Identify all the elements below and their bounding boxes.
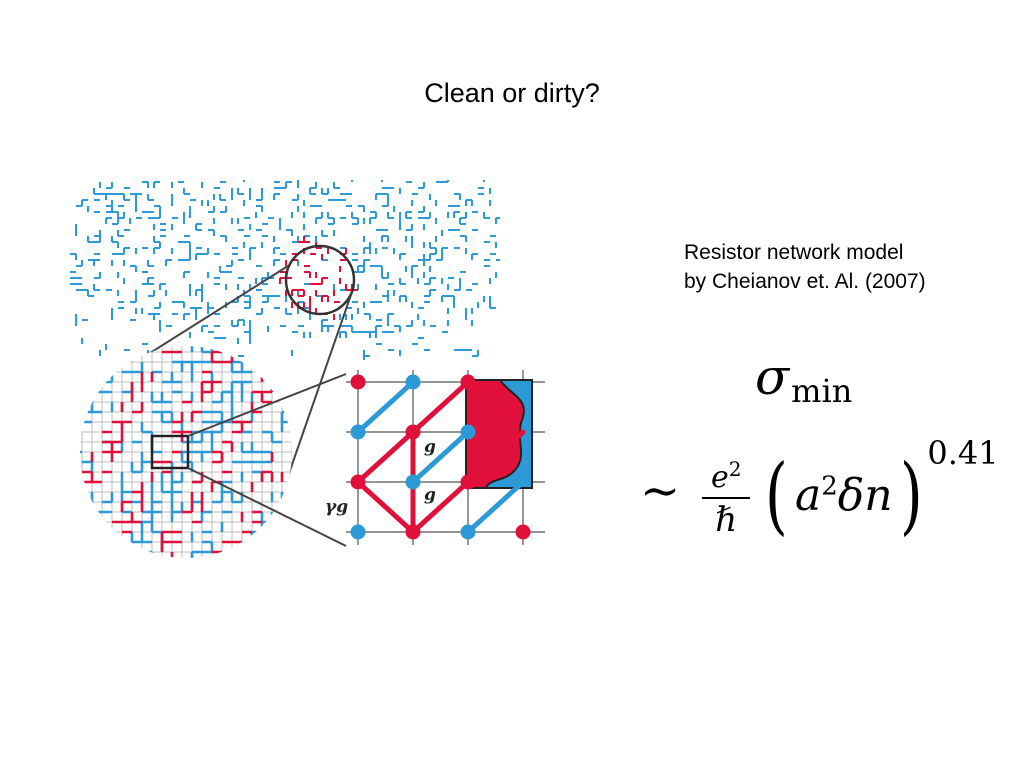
zoom-line-lower xyxy=(187,467,347,547)
sigma-subscript: min xyxy=(791,372,853,410)
selection-square xyxy=(150,434,190,470)
caption-line-1: Resistor network model xyxy=(684,241,904,264)
resistor-lattice xyxy=(346,370,545,545)
formula-exponent: 0.41 xyxy=(927,434,999,472)
zoom-line-right xyxy=(285,291,353,483)
paren-close: ) xyxy=(899,446,923,544)
sigma-symbol: σ xyxy=(755,348,790,406)
zoom-line-upper xyxy=(187,373,347,437)
fraction-denominator: ℏ xyxy=(715,499,738,540)
scaling-formula: ∼ e2 ℏ ( a2δn ) 0.41 xyxy=(640,434,999,550)
fraction-numerator: e2 xyxy=(710,456,742,495)
formula-base: a2δn xyxy=(795,469,893,521)
sigma-min-formula: σmin xyxy=(755,348,852,410)
fraction-bar xyxy=(702,496,751,499)
label-g-bottom: g xyxy=(424,485,436,505)
percolation-cluster xyxy=(70,180,500,360)
magnified-region xyxy=(80,346,292,558)
magnifier-circle xyxy=(284,244,356,316)
caption-line-2: by Cheianov et. Al. (2007) xyxy=(684,270,926,293)
resistor-network-figure: g g γg xyxy=(70,180,545,558)
tilde-symbol: ∼ xyxy=(640,463,681,519)
domain-square xyxy=(466,380,532,488)
label-gamma-g: γg xyxy=(325,497,348,517)
caption: Resistor network model by Cheianov et. A… xyxy=(684,238,926,296)
fraction: e2 ℏ xyxy=(702,452,751,540)
label-g-top: g xyxy=(424,437,436,457)
slide-title: Clean or dirty? xyxy=(424,78,600,108)
paren-open: ( xyxy=(765,446,789,544)
